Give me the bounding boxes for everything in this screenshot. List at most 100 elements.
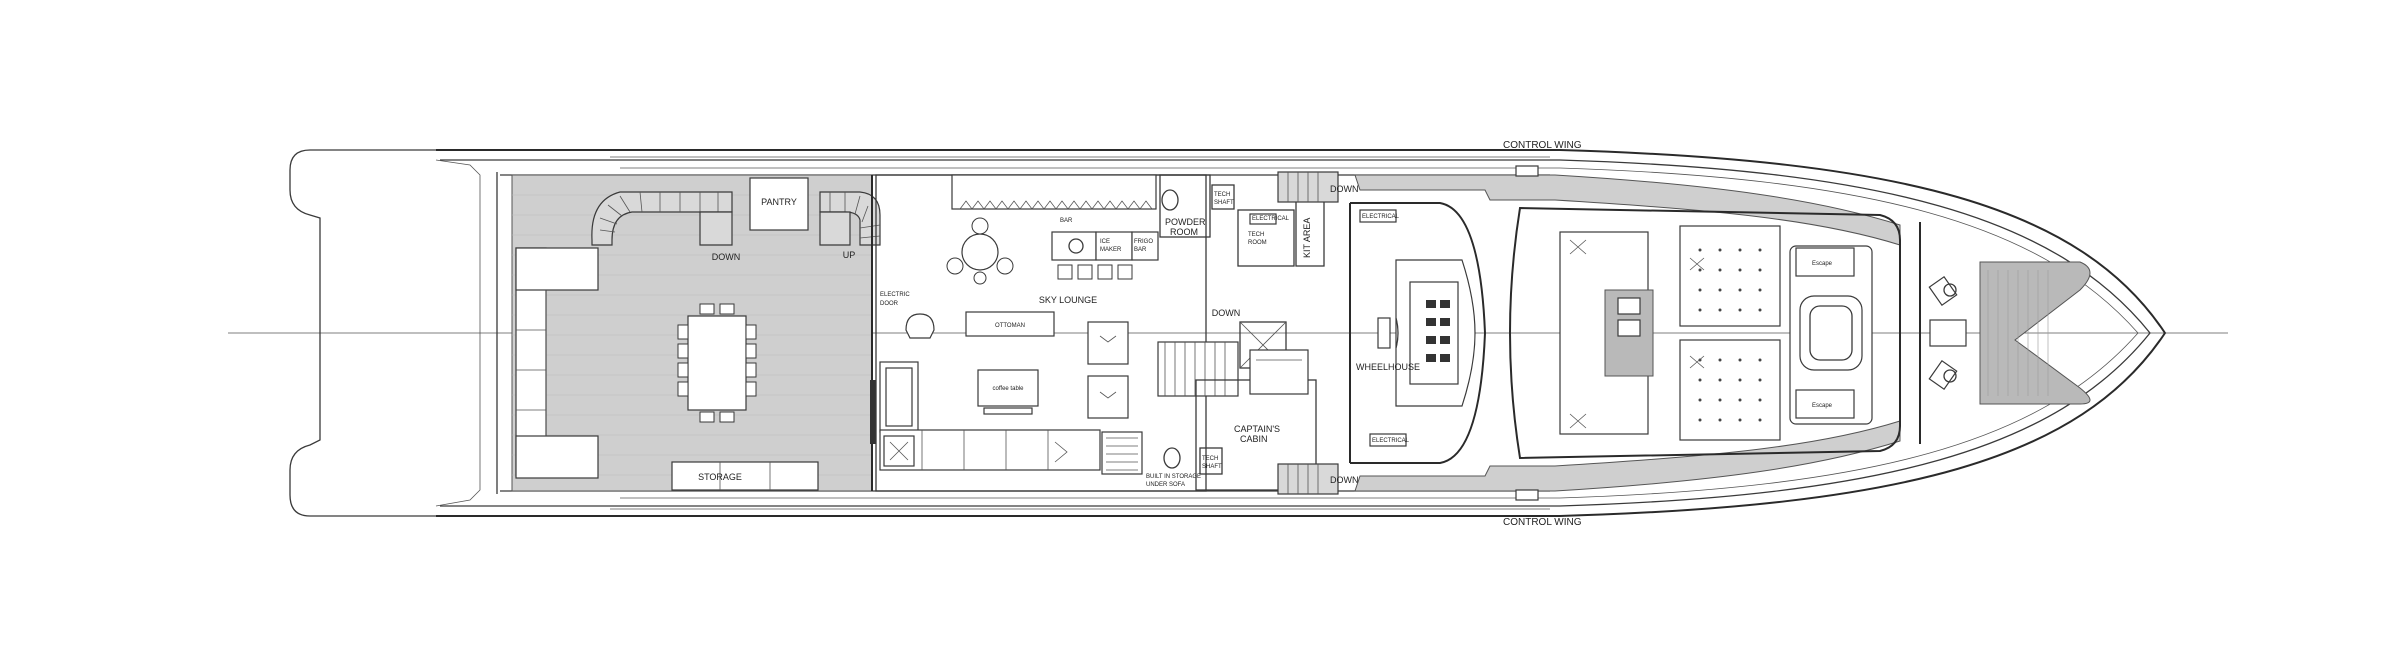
lounge-sofa-left-seat bbox=[885, 367, 913, 427]
aft-sofa-top-corner[interactable] bbox=[515, 247, 599, 291]
kit-area-label: KIT AREA bbox=[1302, 218, 1312, 258]
jacuzzi[interactable] bbox=[1799, 295, 1863, 371]
bar-scallop bbox=[959, 200, 1153, 210]
hull-inner-outline bbox=[440, 159, 2151, 507]
round-table-chair-4[interactable] bbox=[973, 271, 987, 285]
built-in-storage-label-2: UNDER SOFA bbox=[1146, 482, 1185, 488]
aft-dining-chairs[interactable] bbox=[677, 303, 757, 423]
lounge-sofa-bottom[interactable] bbox=[879, 429, 1101, 471]
sky-lounge-label: SKY LOUNGE bbox=[1039, 295, 1097, 305]
bar-island[interactable] bbox=[1051, 231, 1097, 261]
anchor-windlass-bottom[interactable] bbox=[1928, 359, 1958, 391]
electric-door[interactable] bbox=[870, 380, 876, 444]
aft-down-label: DOWN bbox=[712, 252, 741, 262]
electrical-board-wh-label: ELECTRICAL bbox=[1362, 214, 1400, 220]
captains-storage-unit[interactable] bbox=[1101, 431, 1143, 475]
powder-room-label-1: POWDER bbox=[1165, 217, 1206, 227]
foredeck-lounge bbox=[1509, 206, 1901, 460]
round-table-chairs[interactable] bbox=[946, 217, 1014, 275]
coffee-table-label: coffee table bbox=[993, 386, 1025, 392]
escape-top-label: Escape bbox=[1812, 261, 1833, 267]
electrical-board-top-label: ELECTRICAL bbox=[1252, 216, 1290, 222]
aft-dining-table[interactable] bbox=[687, 315, 747, 411]
bow-deck-planks bbox=[1987, 270, 2049, 396]
helm-instruments[interactable] bbox=[1426, 300, 1450, 362]
aft-storage-label: STORAGE bbox=[698, 472, 742, 482]
anchor-windlass-top[interactable] bbox=[1928, 275, 1958, 307]
swivel-armchair[interactable] bbox=[905, 313, 935, 339]
electrical-board-bot-label: ELECTRICAL bbox=[1372, 438, 1410, 444]
ottoman[interactable] bbox=[965, 311, 1055, 337]
electric-door-label-1: ELECTRIC bbox=[880, 292, 910, 298]
hull-inner-outline-2 bbox=[620, 167, 2139, 499]
coffee-table[interactable] bbox=[977, 369, 1039, 407]
stern-inner bbox=[435, 159, 481, 507]
aft-curved-stair-up-steps bbox=[829, 192, 881, 239]
down-fwd-bottom-label: DOWN bbox=[1330, 475, 1359, 485]
bar-label: BAR bbox=[1060, 218, 1073, 224]
fwd-stair-bottom-steps bbox=[1287, 464, 1319, 494]
tech-shaft-bottom-label-2: SHAFT bbox=[1202, 464, 1222, 470]
electric-door-label-2: DOOR bbox=[880, 301, 899, 307]
escape-bottom-label: Escape bbox=[1812, 403, 1833, 409]
powder-toilet bbox=[1161, 189, 1179, 211]
sunbed-pillows bbox=[1689, 257, 1705, 369]
frigo-bar-label-2: BAR bbox=[1134, 247, 1147, 253]
hull-outline bbox=[436, 149, 2167, 517]
electrical-board-top bbox=[1249, 213, 1277, 225]
sofa-pillow bbox=[1054, 441, 1068, 463]
tech-room bbox=[1237, 209, 1295, 267]
tech-room-label-1: TECH bbox=[1248, 232, 1264, 238]
tech-room-label-2: ROOM bbox=[1248, 240, 1267, 246]
mid-stair[interactable] bbox=[1157, 341, 1239, 397]
tech-shaft-top-label-1: TECH bbox=[1214, 192, 1230, 198]
wheelhouse-outline bbox=[1350, 202, 1487, 464]
control-wing-bottom-label: CONTROL WING bbox=[1503, 517, 1582, 528]
helm-dash[interactable] bbox=[1409, 281, 1459, 385]
aft-stair-landing bbox=[699, 211, 733, 246]
foredeck-pillows-left bbox=[1569, 239, 1587, 429]
mid-stair-steps bbox=[1164, 342, 1226, 396]
bar-sink bbox=[1068, 238, 1084, 254]
down-fwd-top-label: DOWN bbox=[1330, 184, 1359, 194]
tech-shaft-top bbox=[1211, 184, 1235, 210]
electrical-board-bottom bbox=[1369, 433, 1407, 447]
bar-counter[interactable] bbox=[951, 174, 1157, 210]
control-wing-bottom[interactable] bbox=[1515, 489, 1539, 501]
powder-room bbox=[1159, 174, 1211, 238]
bow-hatch[interactable] bbox=[1929, 319, 1967, 347]
tech-shaft-top-label-2: SHAFT bbox=[1214, 200, 1234, 206]
aft-curved-stair-down-steps bbox=[599, 191, 719, 233]
captains-cabin-label-2: CABIN bbox=[1240, 434, 1268, 444]
round-table[interactable] bbox=[961, 233, 999, 271]
escape-hatch-bottom[interactable] bbox=[1795, 389, 1855, 419]
escape-hatch-top[interactable] bbox=[1795, 247, 1855, 277]
down-mid-label: DOWN bbox=[1212, 308, 1241, 318]
lounge-armchair-bottom[interactable] bbox=[1087, 375, 1129, 419]
ice-maker[interactable] bbox=[1095, 231, 1133, 261]
captains-storage-shelves bbox=[1106, 437, 1138, 471]
lounge-armchair-top[interactable] bbox=[1087, 321, 1129, 365]
pantry-label: PANTRY bbox=[761, 197, 797, 207]
foredeck-table-mid bbox=[1617, 319, 1641, 337]
frigo-bar[interactable] bbox=[1131, 231, 1159, 261]
built-in-storage-label-1: BUILT IN STORAGE bbox=[1146, 474, 1201, 480]
armchair-cushions bbox=[1099, 335, 1117, 399]
helm-seat[interactable] bbox=[1377, 317, 1391, 349]
foredeck-table-top bbox=[1617, 297, 1641, 315]
pantry-room bbox=[749, 177, 809, 231]
ice-maker-label-2: MAKER bbox=[1100, 247, 1122, 253]
foredeck-sunbed-top[interactable] bbox=[1679, 225, 1781, 327]
captain-toilet bbox=[1163, 447, 1181, 469]
captains-bed[interactable] bbox=[1249, 349, 1309, 395]
sunbed-tufts bbox=[1698, 248, 1762, 422]
aft-curved-stair-down[interactable] bbox=[591, 191, 733, 246]
aft-up-label: UP bbox=[843, 250, 856, 260]
captains-cabin-label-1: CAPTAIN'S bbox=[1234, 424, 1280, 434]
bow-deck bbox=[1979, 261, 2091, 405]
control-wing-top[interactable] bbox=[1515, 165, 1539, 177]
aft-sofa-bottom-corner[interactable] bbox=[515, 435, 599, 479]
foredeck-sunbed-bottom[interactable] bbox=[1679, 339, 1781, 441]
tech-shaft-bottom bbox=[1199, 447, 1223, 475]
bar-stools[interactable] bbox=[1057, 264, 1133, 280]
